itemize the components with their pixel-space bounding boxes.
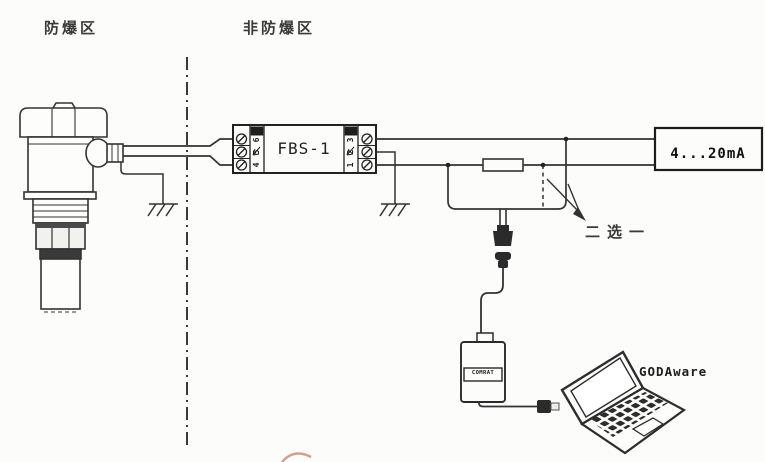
terminal-number-right-top: 3 xyxy=(346,137,355,143)
modem-label: COMRAT xyxy=(471,370,495,376)
scan-artifact-mark xyxy=(281,452,312,462)
safety-barrier-box xyxy=(232,124,377,174)
terminal-number-right-middle: 2 xyxy=(346,149,355,155)
zone-label-non-hazardous: 非防爆区 xyxy=(243,21,316,37)
sensor-signal-wires xyxy=(123,138,233,166)
load-resistor-symbol xyxy=(482,158,524,172)
laptop-touchpad xyxy=(631,417,665,437)
terminal-number-right-bottom: 1 xyxy=(346,162,355,168)
laptop-icon xyxy=(560,350,687,455)
choose-one-label: 二选一 xyxy=(585,225,652,241)
screw-terminal-icons xyxy=(235,133,373,171)
output-signal-label: 4...20mA xyxy=(670,146,746,162)
current-loop-wires xyxy=(376,138,655,210)
zone-label-hazardous: 防爆区 xyxy=(44,21,99,37)
modem-cable xyxy=(480,268,504,333)
hart-modem-icon xyxy=(460,332,506,403)
junction-dots xyxy=(445,136,569,168)
ultrasonic-transmitter-illustration xyxy=(19,102,124,313)
usb-cable xyxy=(478,402,537,408)
barrier-ground-icon xyxy=(376,151,410,217)
choose-one-leader-arrow xyxy=(546,178,586,221)
terminal-number-left-middle: 5 xyxy=(252,149,261,155)
laptop-keyboard xyxy=(589,392,668,437)
terminal-number-left-top: 6 xyxy=(252,137,261,143)
software-name-label: GODAware xyxy=(639,364,708,379)
output-signal-box xyxy=(653,126,764,172)
usb-plug-icon xyxy=(537,400,560,413)
loop-connector-plug-icon xyxy=(493,209,513,268)
terminal-number-left-bottom: 4 xyxy=(252,162,261,168)
sensor-ground-icon xyxy=(120,162,178,217)
barrier-model-label: FBS-1 xyxy=(277,139,331,158)
